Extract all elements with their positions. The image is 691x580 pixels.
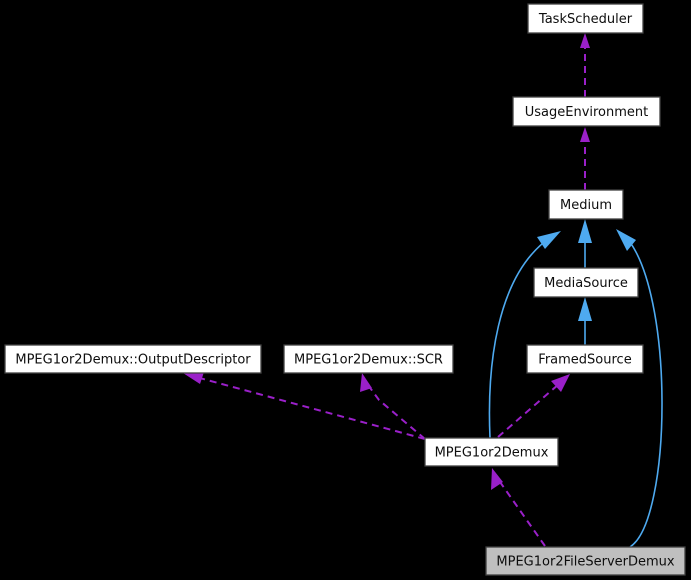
edges-layer bbox=[183, 33, 663, 548]
edge-file-server-demux-to-medium-right-line bbox=[624, 235, 663, 548]
node-usage-environment[interactable]: UsageEnvironment bbox=[512, 96, 661, 127]
edge-framed-source-to-media-source bbox=[578, 297, 592, 345]
edge-demux-to-framed-source-line bbox=[497, 383, 560, 438]
node-output-descriptor-label: MPEG1or2Demux::OutputDescriptor bbox=[15, 353, 251, 368]
edge-media-source-to-medium bbox=[578, 219, 592, 268]
edge-demux-to-medium-left-line bbox=[488, 236, 552, 439]
node-task-scheduler-box[interactable] bbox=[527, 3, 644, 34]
node-medium-label: Medium bbox=[560, 198, 612, 213]
edge-demux-to-framed-source-arrowhead-icon bbox=[551, 374, 570, 392]
edge-file-server-demux-to-medium-right bbox=[616, 229, 663, 548]
node-mpeg1or2-demux[interactable]: MPEG1or2Demux bbox=[424, 437, 559, 467]
edge-demux-to-scr-line bbox=[367, 384, 426, 440]
edge-medium-to-usage-env bbox=[580, 127, 590, 190]
edge-file-server-demux-to-medium-right-arrowhead-icon bbox=[616, 229, 636, 251]
edge-demux-to-medium-left bbox=[488, 231, 561, 439]
node-mpeg1or2-file-server-demux[interactable]: MPEG1or2FileServerDemux bbox=[485, 546, 686, 576]
node-mpeg1or2-file-server-demux-label: MPEG1or2FileServerDemux bbox=[496, 555, 674, 570]
edge-demux-to-medium-left-arrowhead-icon bbox=[537, 231, 561, 249]
node-medium[interactable]: Medium bbox=[548, 189, 624, 220]
edge-demux-to-output-descriptor-line bbox=[195, 376, 426, 440]
edge-file-server-demux-to-demux bbox=[491, 468, 546, 547]
edge-demux-to-scr-arrowhead-icon bbox=[360, 373, 372, 392]
node-scr-label: MPEG1or2Demux::SCR bbox=[294, 353, 443, 368]
node-output-descriptor-box[interactable] bbox=[4, 344, 262, 374]
node-medium-box[interactable] bbox=[548, 189, 624, 220]
node-task-scheduler-label: TaskScheduler bbox=[538, 12, 633, 27]
node-framed-source-box[interactable] bbox=[526, 344, 644, 374]
edge-framed-source-to-media-source-arrowhead-icon bbox=[578, 297, 592, 321]
edge-medium-to-usage-env-arrowhead-icon bbox=[580, 127, 590, 142]
edge-demux-to-output-descriptor bbox=[183, 372, 426, 440]
node-scr-box[interactable] bbox=[283, 344, 454, 374]
edge-demux-to-framed-source bbox=[497, 374, 570, 438]
node-framed-source[interactable]: FramedSource bbox=[526, 344, 644, 374]
edge-file-server-demux-to-demux-arrowhead-icon bbox=[491, 468, 503, 490]
node-framed-source-label: FramedSource bbox=[538, 353, 631, 368]
node-output-descriptor[interactable]: MPEG1or2Demux::OutputDescriptor bbox=[4, 344, 262, 374]
edge-usage-env-to-task-scheduler bbox=[580, 33, 590, 97]
node-usage-environment-label: UsageEnvironment bbox=[525, 105, 649, 120]
edge-media-source-to-medium-arrowhead-icon bbox=[578, 219, 592, 243]
node-mpeg1or2-demux-label: MPEG1or2Demux bbox=[435, 446, 549, 461]
edge-demux-to-output-descriptor-arrowhead-icon bbox=[183, 372, 204, 384]
edge-file-server-demux-to-demux-line bbox=[499, 481, 546, 547]
node-mpeg1or2-file-server-demux-box[interactable] bbox=[485, 546, 686, 576]
edge-usage-env-to-task-scheduler-arrowhead-icon bbox=[580, 33, 590, 48]
node-media-source-box[interactable] bbox=[533, 267, 639, 298]
node-usage-environment-box[interactable] bbox=[512, 96, 661, 127]
node-scr[interactable]: MPEG1or2Demux::SCR bbox=[283, 344, 454, 374]
node-task-scheduler[interactable]: TaskScheduler bbox=[527, 3, 644, 34]
node-media-source-label: MediaSource bbox=[544, 276, 628, 291]
node-mpeg1or2-demux-box[interactable] bbox=[424, 437, 559, 467]
node-media-source[interactable]: MediaSource bbox=[533, 267, 639, 298]
edge-demux-to-scr bbox=[360, 373, 426, 440]
nodes-layer: TaskSchedulerUsageEnvironmentMediumMedia… bbox=[4, 3, 686, 576]
